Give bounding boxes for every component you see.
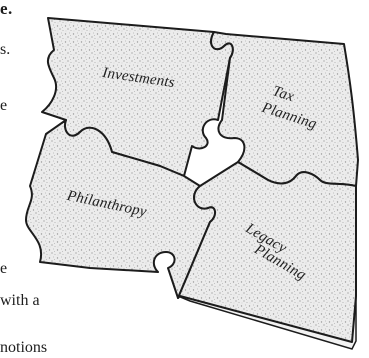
puzzle-diagram: Investments Tax Planning Philanthropy Le… <box>0 0 369 358</box>
